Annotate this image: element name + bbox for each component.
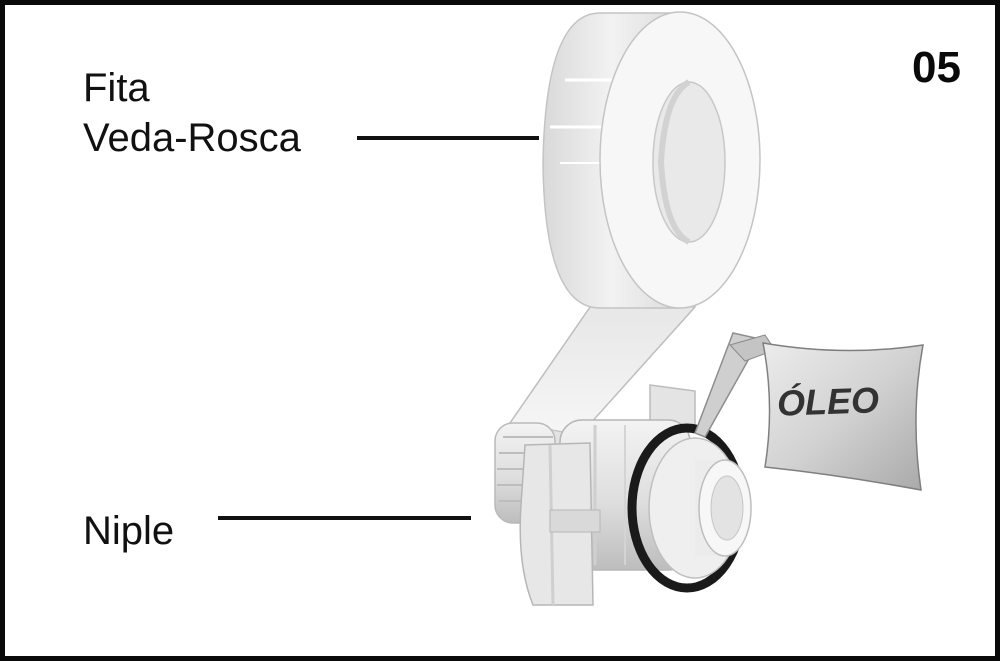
nipple-label: Niple [83, 509, 175, 553]
oil-label: ÓLEO [776, 379, 880, 424]
tape-roll [542, 11, 761, 309]
tape-label-line1: Fita [83, 66, 150, 110]
oil-sachet [694, 332, 924, 491]
tape-label-line2: Veda-Rosca [83, 116, 301, 160]
illustration [218, 11, 924, 606]
step-number: 05 [912, 43, 961, 92]
nipple-fitting [494, 384, 752, 606]
